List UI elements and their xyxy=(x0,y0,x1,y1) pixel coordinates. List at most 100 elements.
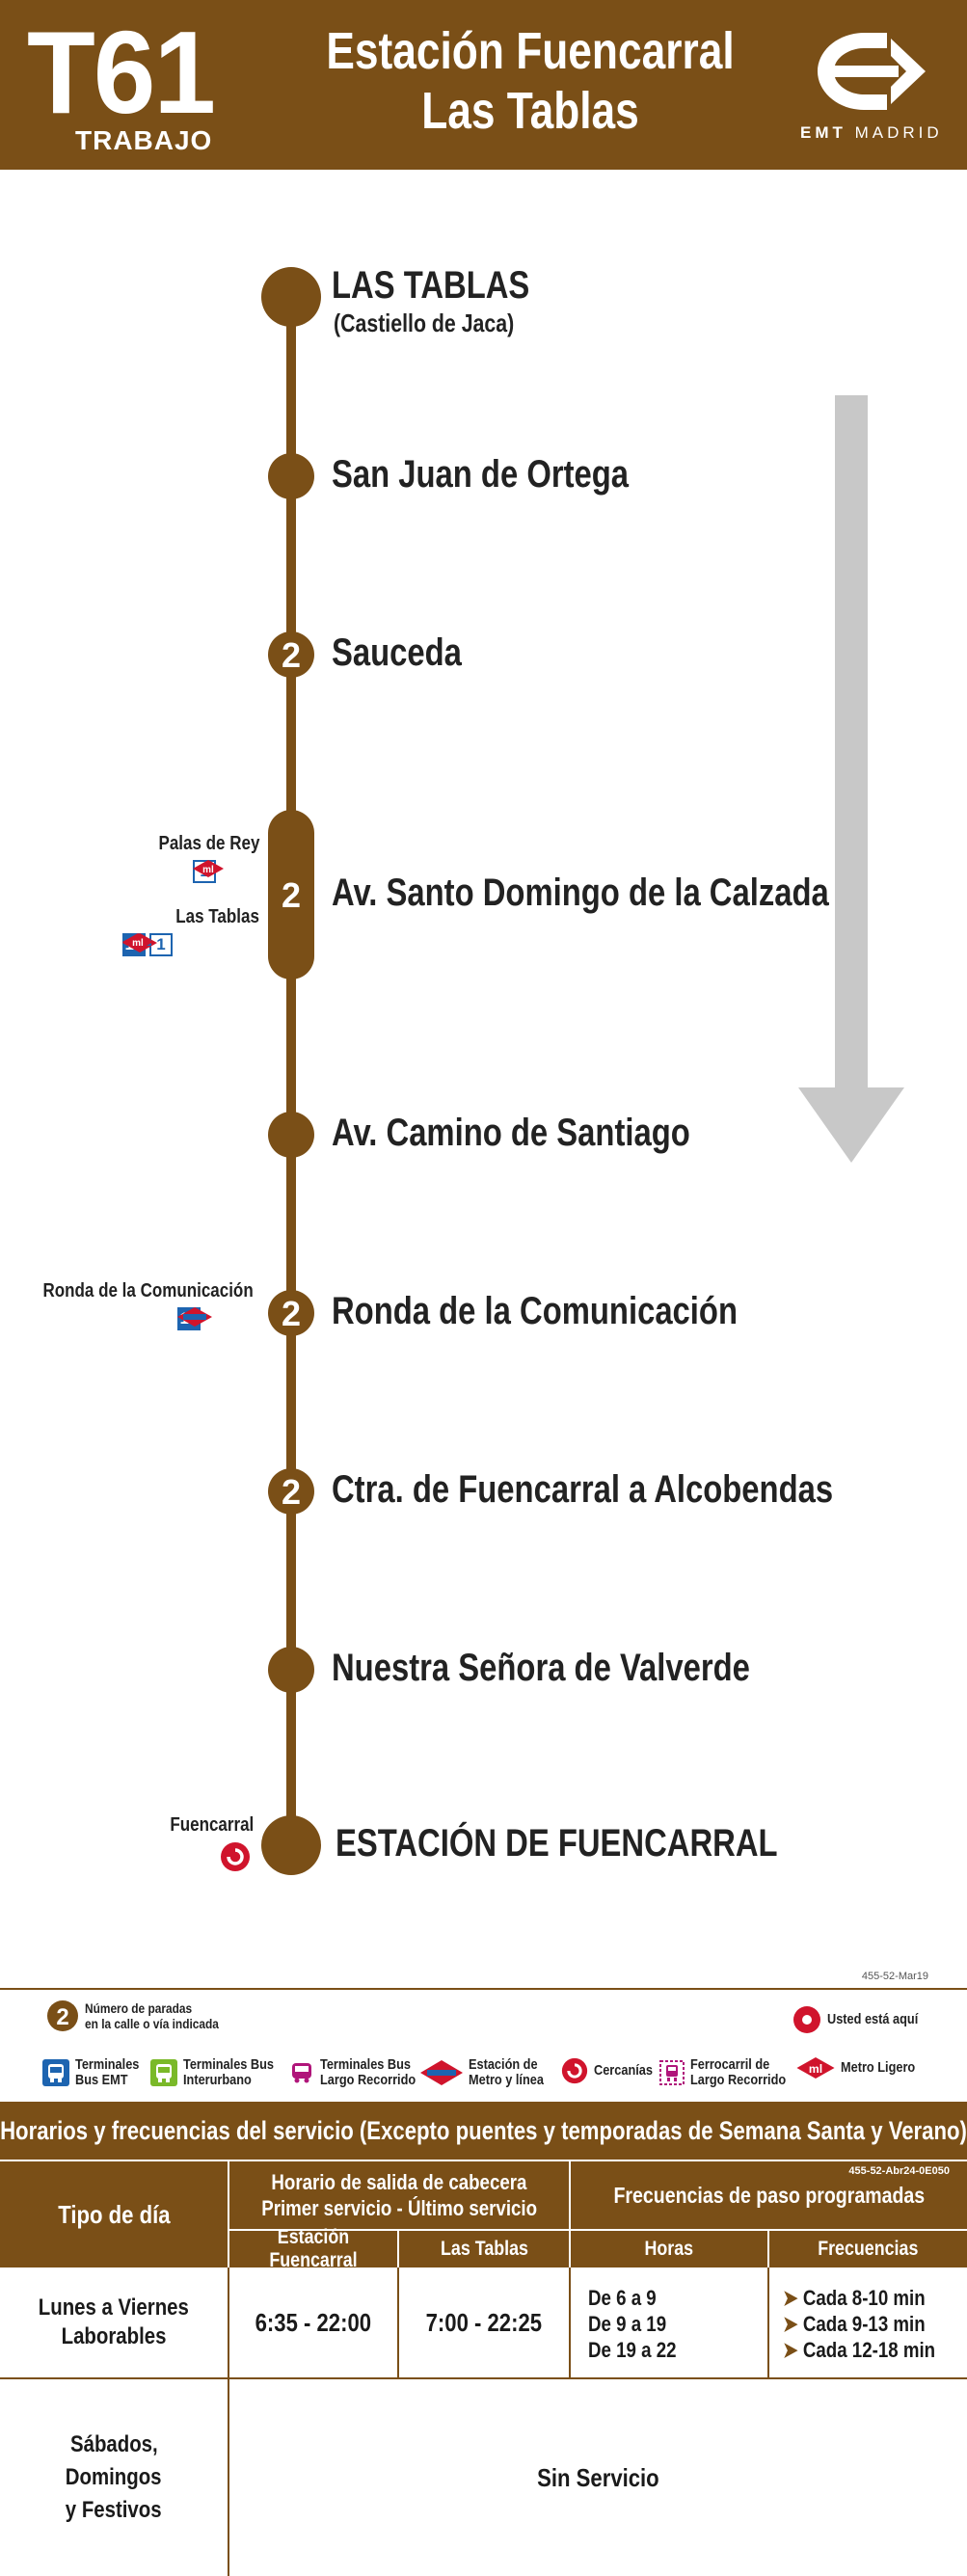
svg-text:ml: ml xyxy=(809,2062,822,2076)
connection-label-palas-de-rey: Palas de Rey xyxy=(158,833,259,854)
metro-ligero-icon: ml xyxy=(193,860,224,877)
line-type: TRABAJO xyxy=(75,125,213,155)
stop-name: ESTACIÓN DE FUENCARRAL xyxy=(336,1822,778,1865)
weekday-las-tablas: 7:00 - 22:25 xyxy=(425,2307,543,2337)
timetable-code: 455-52-Abr24-0E050 xyxy=(848,2165,950,2177)
legend: 2 Número de paradas en la calle o vía in… xyxy=(0,1990,967,2100)
stop-count-symbol-icon: 2 xyxy=(47,2000,78,2031)
legend-item-metro-ligero: ml Metro Ligero xyxy=(796,2057,928,2079)
route-line xyxy=(286,295,296,1857)
stop-circle-san-juan xyxy=(268,453,314,499)
header: T61 TRABAJO Estación Fuencarral Las Tabl… xyxy=(0,0,967,170)
stop-subtitle: (Castiello de Jaca) xyxy=(334,309,515,337)
stop-circle-valverde xyxy=(268,1647,314,1693)
timetable-title-text: Horarios y frecuencias del servicio (Exc… xyxy=(0,2115,967,2145)
legend-you-are-here-text: Usted está aquí xyxy=(827,2011,919,2027)
arrow-icon: ➤ xyxy=(783,2286,798,2310)
arrow-icon: ➤ xyxy=(783,2338,798,2362)
svg-text:2: 2 xyxy=(56,2004,68,2030)
legend-stop-count-text: Número de paradas en la calle o vía indi… xyxy=(85,2000,219,2031)
cercanias-icon xyxy=(561,2057,588,2084)
stop-name: Ctra. de Fuencarral a Alcobendas xyxy=(332,1468,834,1511)
weekday-fuencarral: 6:35 - 22:00 xyxy=(255,2307,372,2337)
line-code: T61 xyxy=(27,7,216,138)
stop-count-ctra: 2 xyxy=(282,1472,301,1512)
sub-col-fuencarral: Estación Fuencarral xyxy=(229,2226,397,2271)
stop-count-ronda: 2 xyxy=(282,1294,301,1333)
brand-rest: MADRID xyxy=(854,123,943,142)
direction-arrow-icon xyxy=(798,1087,904,1163)
stop-circle-camino-santiago xyxy=(268,1112,314,1158)
cercanias-icon xyxy=(221,1842,250,1871)
stop-circle-ronda xyxy=(268,1290,314,1336)
train-icon xyxy=(659,2060,685,2085)
col-day-type: Tipo de día xyxy=(0,2161,228,2267)
stop-name: Ronda de la Comunicación xyxy=(332,1290,738,1332)
stop-name: Av. Santo Domingo de la Calzada xyxy=(332,872,829,914)
direction-arrow-shaft xyxy=(835,395,868,1095)
legend-text: Metro Ligero xyxy=(841,2059,916,2076)
terminal-circle-fuencarral xyxy=(261,1815,321,1875)
sub-col-frequencies: Frecuencias xyxy=(769,2231,967,2267)
route-diagram: 2 2 2 2 LAS TABLAS (Castiello de Jaca) S… xyxy=(0,170,967,1963)
stop-name: San Juan de Ortega xyxy=(332,453,630,496)
stop-name: Sauceda xyxy=(332,631,462,674)
col-schedule: Horario de salida de cabecera Primer ser… xyxy=(229,2161,569,2229)
timetable-title: Horarios y frecuencias del servicio (Exc… xyxy=(0,2102,967,2160)
stop-name: LAS TABLAS xyxy=(332,264,530,307)
connection-label-ronda: Ronda de la Comunicación xyxy=(42,1280,254,1301)
route-title-line1: Estación Fuencarral xyxy=(326,22,735,80)
col-frequencies: Frecuencias de paso programadas xyxy=(571,2161,967,2229)
stop-circle-ctra xyxy=(268,1468,314,1515)
stop-count-santo-domingo: 2 xyxy=(282,875,301,915)
you-are-here-icon xyxy=(793,2006,820,2033)
legend-stop-count: 2 Número de paradas en la calle o vía in… xyxy=(46,1999,242,2032)
row-weekday-label: Lunes a Viernes Laborables xyxy=(38,2294,190,2349)
bus-emt-terminal-icon xyxy=(42,2059,69,2086)
emt-logo-icon xyxy=(818,33,926,110)
weekday-frequencies: ➤ Cada 8-10 min ➤ Cada 9-13 min ➤ Cada 1… xyxy=(783,2286,936,2362)
print-code: 455-52-Mar19 xyxy=(861,1971,928,1982)
timetable: Tipo de día Horario de salida de cabecer… xyxy=(0,2161,967,2576)
svg-text:ml: ml xyxy=(202,865,214,875)
stop-pill-santo-domingo xyxy=(268,810,314,979)
connection-icons-ronda: 10 xyxy=(177,1307,212,1330)
route-title: Estación Fuencarral Las Tablas xyxy=(325,21,736,141)
emt-brand-text: EMT MADRID xyxy=(800,123,943,143)
stop-circle-sauceda xyxy=(268,631,314,678)
stop-count-sauceda: 2 xyxy=(282,635,301,675)
route-title-line2: Las Tablas xyxy=(421,82,639,140)
interurban-terminal-icon xyxy=(150,2059,177,2086)
route-line-graphic: 2 2 2 2 xyxy=(261,267,904,1875)
long-distance-bus-icon xyxy=(292,2063,311,2083)
terminal-circle-las-tablas xyxy=(261,267,321,327)
arrow-icon: ➤ xyxy=(783,2312,798,2336)
legend-item-cercanias: Cercanías xyxy=(561,2057,663,2084)
weekday-hours: De 6 a 9 De 9 a 19 De 19 a 22 xyxy=(588,2286,677,2362)
metro-icon xyxy=(177,1307,212,1327)
sub-col-hours: Horas xyxy=(571,2231,767,2267)
stop-name: Nuestra Señora de Valverde xyxy=(332,1647,750,1689)
connection-icons-palas-de-rey: ml 1 xyxy=(193,860,224,883)
legend-text: Cercanías xyxy=(594,2062,653,2079)
legend-you-are-here: Usted está aquí xyxy=(792,2005,934,2034)
brand-bold: EMT xyxy=(800,123,846,142)
stop-name: Av. Camino de Santiago xyxy=(332,1112,690,1154)
weekend-value: Sin Servicio xyxy=(537,2462,659,2492)
connection-label-fuencarral: Fuencarral xyxy=(170,1814,254,1836)
metro-icon xyxy=(420,2060,463,2085)
legend-top-rule xyxy=(0,1988,967,1990)
sub-col-las-tablas: Las Tablas xyxy=(399,2231,569,2267)
metro-ligero-icon: ml xyxy=(122,933,153,951)
connection-label-las-tablas: Las Tablas xyxy=(175,906,259,927)
row-weekend-label: Sábados, Domingos y Festivos xyxy=(66,2431,162,2523)
